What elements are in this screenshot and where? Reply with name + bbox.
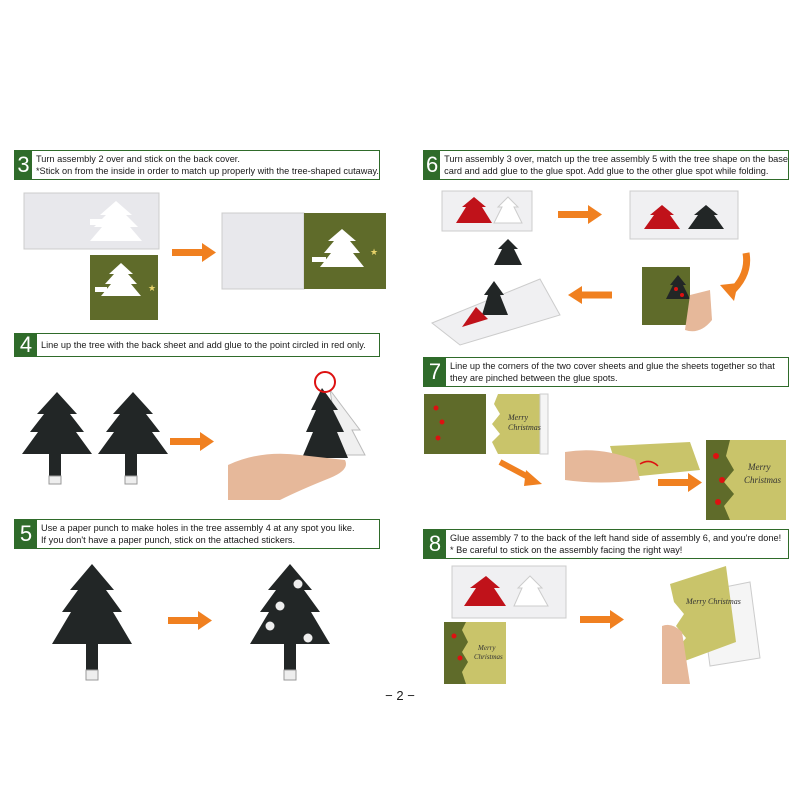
card-text-merry: Merry: [507, 413, 528, 422]
step-note: card and add glue to the glue spot. Add …: [444, 166, 769, 176]
tree-cutout-icon: [90, 201, 142, 241]
arrow-icon: [168, 611, 212, 630]
hand: [228, 453, 346, 500]
step-number: 3: [15, 151, 32, 179]
arrow-icon: [170, 432, 214, 451]
arrow-icon: [172, 243, 216, 262]
step-note: * Be careful to stick on the assembly fa…: [450, 545, 683, 555]
glue-point-circle: [314, 371, 336, 393]
step-note: they are pinched between the glue spots.: [450, 373, 618, 383]
step-text: Line up the tree with the back sheet and…: [41, 340, 366, 350]
tree-icon: [52, 564, 132, 681]
step-number: 6: [424, 151, 441, 179]
arrow-icon: [580, 610, 624, 629]
step-number: 4: [15, 334, 37, 356]
step-4-header: 4 Line up the tree with the back sheet a…: [14, 333, 380, 357]
tree-icon: [98, 392, 168, 485]
step-6-header: 6 Turn assembly 3 over, match up the tre…: [423, 150, 789, 180]
arrow-icon: [558, 205, 602, 224]
step-text: Turn assembly 3 over, match up the tree …: [444, 154, 788, 164]
step-3-illustration: ★ ★: [23, 192, 386, 320]
step-7-illustration: Merry Christmas Merry Christmas: [424, 393, 786, 520]
card-text-christmas: Christmas: [744, 475, 782, 485]
page-number: − 2 −: [385, 688, 415, 703]
step-text: Turn assembly 2 over and stick on the ba…: [35, 154, 240, 164]
step-note: If you don't have a paper punch, stick o…: [41, 535, 296, 545]
step-text: Glue assembly 7 to the back of the left …: [450, 533, 782, 543]
card-text-christmas: Christmas: [474, 653, 503, 661]
step-8-header: 8 Glue assembly 7 to the back of the lef…: [423, 529, 789, 559]
step-8-illustration: Merry Christmas Merry Christmas: [444, 565, 761, 684]
tree-icon: [22, 392, 92, 485]
step-number: 8: [424, 530, 446, 558]
svg-text:★: ★: [370, 247, 378, 257]
step-5-header: 5 Use a paper punch to make holes in the…: [14, 519, 380, 549]
step-5-illustration: [52, 564, 330, 681]
punched-tree-icon: [250, 564, 330, 681]
arrow-icon: [658, 473, 702, 492]
svg-text:★: ★: [148, 283, 156, 293]
card-text-merry-christmas: Merry Christmas: [685, 597, 741, 606]
step-text: Line up the corners of the two cover she…: [450, 361, 775, 371]
step-3-header: 3 Turn assembly 2 over and stick on the …: [14, 150, 380, 180]
arrow-icon: [568, 286, 612, 304]
step-4-illustration: [22, 371, 366, 500]
card-text-christmas: Christmas: [508, 423, 541, 432]
card-text-merry: Merry: [747, 462, 771, 472]
step-number: 5: [15, 520, 37, 548]
step-note: *Stick on from the inside in order to ma…: [35, 166, 379, 176]
step-6-illustration: [431, 190, 751, 346]
step-7-header: 7 Line up the corners of the two cover s…: [423, 357, 789, 387]
step-number: 7: [424, 358, 446, 386]
step-text: Use a paper punch to make holes in the t…: [41, 523, 355, 533]
card-text-merry: Merry: [477, 644, 496, 652]
